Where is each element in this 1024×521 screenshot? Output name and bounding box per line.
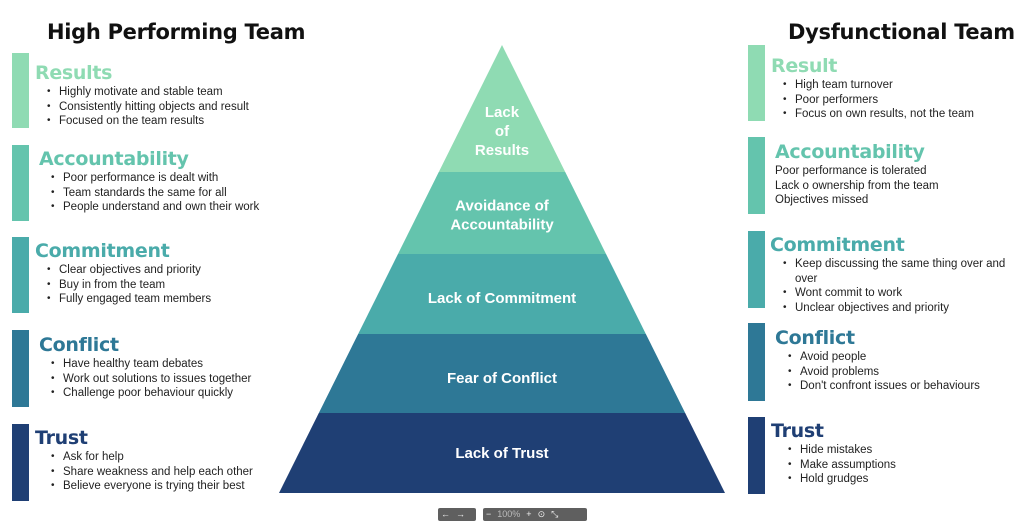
list-item: Focused on the team results <box>47 114 249 129</box>
right-section-list-commitment: Keep discussing the same thing over ando… <box>783 257 1005 315</box>
left-section-bar-conflict <box>12 330 29 407</box>
toolbar-zoom: −100% + ⊙ ⤡ <box>483 508 587 521</box>
list-item: Poor performance is tolerated <box>775 165 927 177</box>
pyramid-tier-label: Results <box>475 142 529 159</box>
right-section-bar-result <box>748 45 765 121</box>
left-section-list-conflict: Have healthy team debatesWork out soluti… <box>51 357 251 401</box>
list-item: Consistently hitting objects and result <box>47 100 249 115</box>
list-item: Challenge poor behaviour quickly <box>51 386 251 401</box>
list-item: Share weakness and help each other <box>51 465 253 480</box>
arrow-left-icon[interactable]: ← <box>441 509 450 519</box>
pyramid-tier-label: of <box>495 123 510 140</box>
list-item: Work out solutions to issues together <box>51 372 251 387</box>
pyramid-tier-2 <box>397 172 607 254</box>
left-column-title: High Performing Team <box>47 20 306 44</box>
zoom-out-button[interactable]: − <box>486 509 492 519</box>
right-section-list-conflict: Avoid peopleAvoid problemsDon't confront… <box>788 350 980 394</box>
left-section-list-accountability: Poor performance is dealt withTeam stand… <box>51 171 259 215</box>
list-item: Poor performers <box>783 93 974 108</box>
target-icon[interactable]: ⊙ <box>537 509 546 519</box>
right-section-bar-accountability <box>748 137 765 214</box>
list-item: People understand and own their work <box>51 200 259 215</box>
list-item: Make assumptions <box>788 458 896 473</box>
list-item: Unclear objectives and priority <box>783 301 1005 316</box>
list-item: Hold grudges <box>788 472 896 487</box>
list-item: Focus on own results, not the team <box>783 107 974 122</box>
right-section-title-accountability: Accountability <box>775 141 925 163</box>
left-section-list-trust: Ask for helpShare weakness and help each… <box>51 450 253 494</box>
list-item: Clear objectives and priority <box>47 263 211 278</box>
pyramid-tier-label: Lack <box>485 104 520 121</box>
list-item: Highly motivate and stable team <box>47 85 249 100</box>
list-item: Hide mistakes <box>788 443 896 458</box>
pyramid-tier-5 <box>279 413 725 493</box>
zoom-level: 100% <box>497 509 521 519</box>
list-item: Don't confront issues or behaviours <box>788 379 980 394</box>
collapse-icon[interactable]: ⤡ <box>551 509 559 519</box>
list-item: Keep discussing the same thing over and <box>783 257 1005 272</box>
left-section-bar-trust <box>12 424 29 501</box>
list-item: over <box>795 272 818 285</box>
pyramid-tier-label: Lack of Trust <box>455 445 548 462</box>
list-item: Avoid people <box>788 350 980 365</box>
left-section-bar-results <box>12 53 29 128</box>
left-section-list-commitment: Clear objectives and priorityBuy in from… <box>47 263 211 307</box>
list-item: Avoid problems <box>788 365 980 380</box>
pyramid-tier-1 <box>438 45 566 172</box>
left-section-title-results: Results <box>35 62 113 84</box>
right-section-bar-conflict <box>748 323 765 401</box>
left-section-bar-accountability <box>12 145 29 221</box>
right-section-list-trust: Hide mistakesMake assumptionsHold grudge… <box>788 443 896 487</box>
list-item: Lack o ownership from the team <box>775 179 939 192</box>
right-section-bar-trust <box>748 417 765 494</box>
left-section-list-results: Highly motivate and stable teamConsisten… <box>47 85 249 129</box>
left-section-title-conflict: Conflict <box>39 334 119 356</box>
list-item: Fully engaged team members <box>47 292 211 307</box>
list-item: High team turnover <box>783 78 974 93</box>
pyramid-tier-4 <box>318 334 686 413</box>
arrow-right-icon[interactable]: → <box>456 509 465 519</box>
list-item: Believe everyone is trying their best <box>51 479 253 494</box>
right-section-bar-commitment <box>748 231 765 308</box>
right-section-title-conflict: Conflict <box>775 327 855 349</box>
pyramid-tier-label: Lack of Commitment <box>428 290 576 307</box>
list-item: Have healthy team debates <box>51 357 251 372</box>
list-item: Buy in from the team <box>47 278 211 293</box>
right-section-title-result: Result <box>771 55 838 77</box>
right-section-title-commitment: Commitment <box>770 234 905 256</box>
pyramid-tier-label: Avoidance of <box>455 198 550 215</box>
list-item: Wont commit to work <box>783 286 1005 301</box>
list-item: Ask for help <box>51 450 253 465</box>
left-section-title-trust: Trust <box>35 427 88 449</box>
zoom-in-button[interactable]: + <box>526 509 532 519</box>
right-section-list-result: High team turnoverPoor performersFocus o… <box>783 78 974 122</box>
pyramid-tier-3 <box>358 254 646 334</box>
left-section-title-accountability: Accountability <box>39 148 189 170</box>
toolbar-nav: ←→ <box>438 508 476 521</box>
pyramid-tier-label: Fear of Conflict <box>447 370 557 387</box>
list-item: Objectives missed <box>775 194 869 207</box>
list-item: Poor performance is dealt with <box>51 171 259 186</box>
pyramid-tier-label: Accountability <box>450 217 554 234</box>
right-column-title: Dysfunctional Team <box>788 20 1015 44</box>
left-section-title-commitment: Commitment <box>35 240 170 262</box>
list-item: Team standards the same for all <box>51 186 259 201</box>
right-section-title-trust: Trust <box>771 420 824 442</box>
left-section-bar-commitment <box>12 237 29 313</box>
